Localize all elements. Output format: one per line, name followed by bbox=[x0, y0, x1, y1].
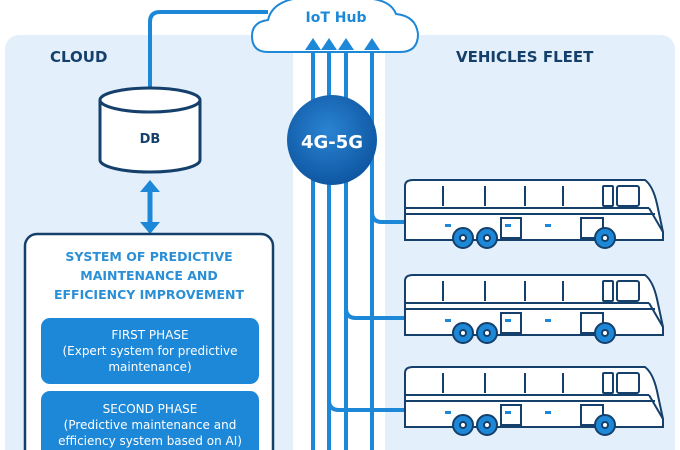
second-phase-title: SECOND PHASE bbox=[102, 402, 198, 416]
uplink-arrowheads bbox=[305, 38, 380, 50]
db-cylinder bbox=[98, 86, 202, 174]
cloud-label: CLOUD bbox=[50, 48, 107, 66]
second-phase-desc-line: efficiency system based on AI) bbox=[58, 434, 242, 448]
first-phase-title: FIRST PHASE bbox=[111, 328, 189, 342]
bus-icon bbox=[404, 274, 664, 344]
iot-hub-label: IoT Hub bbox=[306, 10, 367, 26]
iot-hub-cloud bbox=[250, 0, 420, 53]
first-phase-text: FIRST PHASE (Expert system for predictiv… bbox=[41, 327, 259, 375]
network-label: 4G-5G bbox=[301, 132, 363, 153]
system-title: SYSTEM OF PREDICTIVE MAINTENANCE AND EFF… bbox=[30, 247, 268, 304]
db-system-arrow bbox=[140, 180, 160, 234]
bus-icon bbox=[404, 179, 664, 249]
system-title-line: MAINTENANCE AND bbox=[80, 268, 218, 283]
system-title-line: SYSTEM OF PREDICTIVE bbox=[65, 249, 233, 264]
fleet-panel bbox=[385, 35, 675, 450]
db-label: DB bbox=[140, 132, 161, 147]
system-title-line: EFFICIENCY IMPROVEMENT bbox=[53, 287, 244, 302]
second-phase-box bbox=[41, 391, 259, 450]
fleet-label: VEHICLES FLEET bbox=[456, 48, 594, 66]
bus-connectors bbox=[327, 160, 408, 412]
bus-icon bbox=[404, 366, 664, 436]
first-phase-box bbox=[41, 318, 259, 384]
first-phase-desc-line: (Expert system for predictive bbox=[62, 344, 238, 358]
first-phase-desc-line: maintenance) bbox=[108, 360, 192, 374]
network-circle bbox=[287, 95, 377, 185]
second-phase-desc-line: (Predictive maintenance and bbox=[63, 418, 237, 432]
second-phase-text: SECOND PHASE (Predictive maintenance and… bbox=[41, 401, 259, 449]
hub-to-db-line bbox=[148, 10, 268, 92]
